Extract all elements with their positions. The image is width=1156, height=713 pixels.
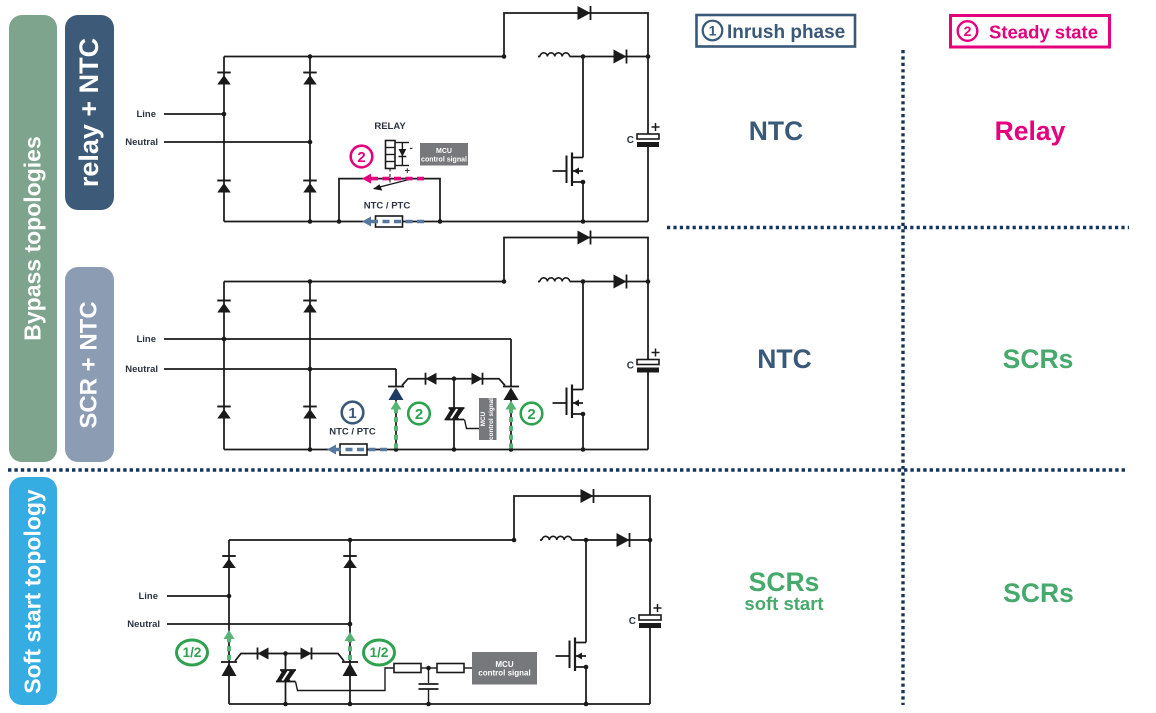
svg-text:Line: Line: [136, 109, 156, 120]
svg-text:+: +: [405, 166, 411, 177]
svg-text:C: C: [627, 135, 634, 146]
svg-text:1: 1: [709, 23, 717, 39]
svg-text:NTC / PTC: NTC / PTC: [364, 201, 411, 212]
svg-text:control signal: control signal: [478, 668, 530, 677]
svg-text:2: 2: [415, 406, 423, 423]
svg-text:-: -: [410, 143, 413, 154]
svg-text:Line: Line: [136, 334, 156, 345]
svg-text:RELAY: RELAY: [374, 121, 406, 132]
svg-text:Neutral: Neutral: [125, 364, 158, 375]
svg-text:MCU: MCU: [480, 411, 487, 426]
svg-text:NTC / PTC: NTC / PTC: [329, 427, 376, 438]
svg-text:1: 1: [348, 405, 356, 422]
svg-text:1/2: 1/2: [183, 645, 202, 660]
svg-text:C: C: [629, 616, 636, 627]
svg-text:Steady state: Steady state: [989, 21, 1098, 42]
svg-text:2: 2: [357, 149, 365, 166]
svg-text:Line: Line: [138, 591, 158, 602]
svg-text:C: C: [627, 361, 634, 372]
svg-text:Inrush phase: Inrush phase: [727, 22, 845, 43]
svg-text:2: 2: [964, 23, 972, 39]
svg-text:Neutral: Neutral: [125, 137, 158, 148]
svg-text:Neutral: Neutral: [127, 619, 160, 630]
svg-text:MCU: MCU: [495, 660, 513, 669]
svg-text:MCU: MCU: [436, 148, 452, 155]
svg-text:control signal: control signal: [488, 398, 495, 440]
svg-text:2: 2: [527, 406, 535, 423]
svg-text:1/2: 1/2: [370, 645, 389, 660]
svg-text:control signal: control signal: [421, 156, 467, 163]
